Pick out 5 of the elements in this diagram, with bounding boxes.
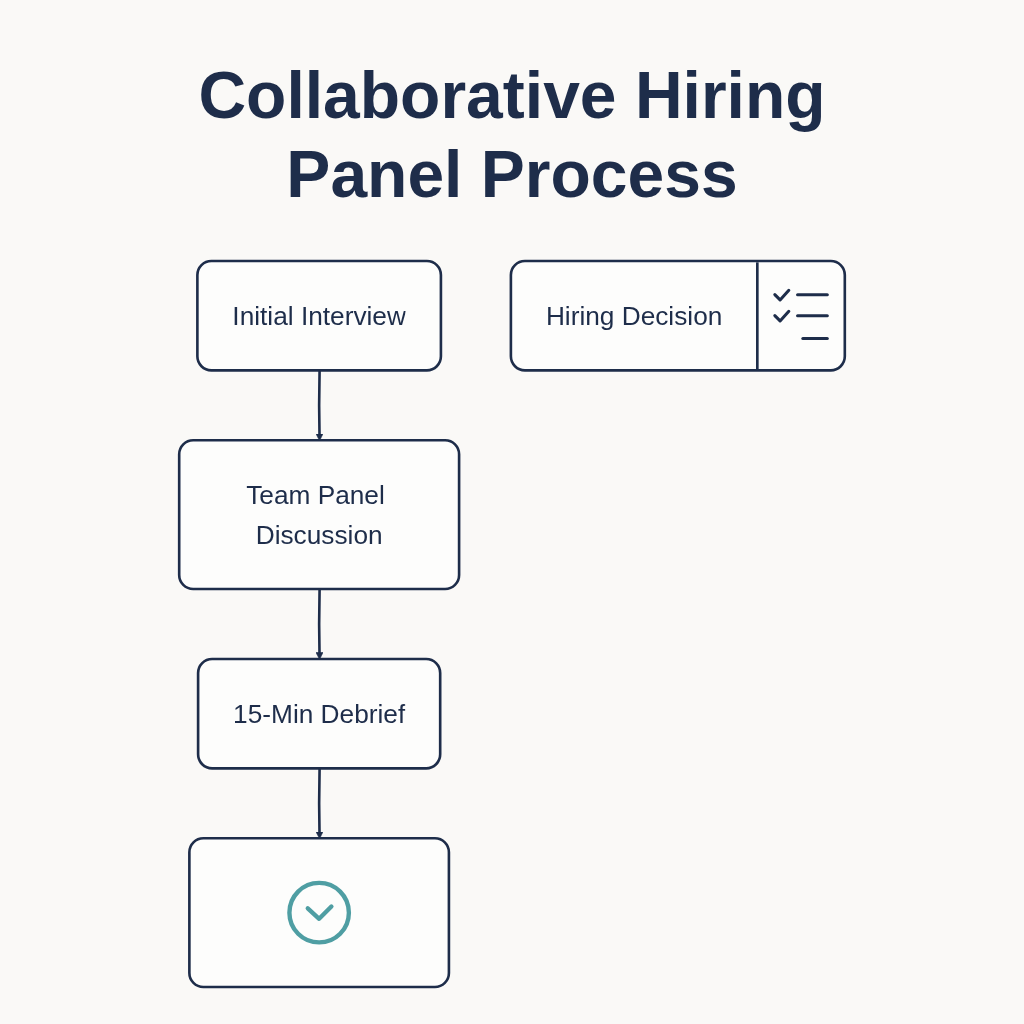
node-box: 15-Min Debrief [196, 657, 442, 770]
node-box: Initial Interview [196, 259, 443, 372]
title: Collaborative Hiring Panel Process [197, 57, 827, 214]
node-box [188, 837, 451, 989]
node-box: Team Panel Discussion [177, 439, 461, 591]
